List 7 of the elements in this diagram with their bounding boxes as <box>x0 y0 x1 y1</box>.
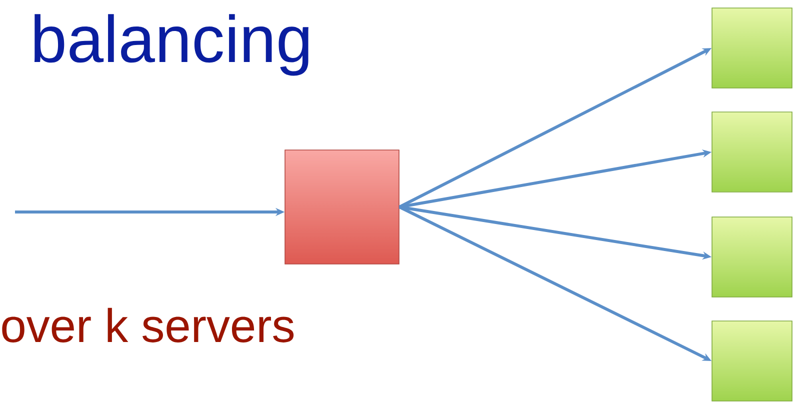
server-box <box>712 112 792 192</box>
server-box <box>712 216 792 298</box>
server-box <box>712 320 792 402</box>
server-box <box>712 8 792 88</box>
title: balancing <box>34 14 308 76</box>
caption-text: over k servers <box>2 308 294 342</box>
square <box>284 150 400 264</box>
